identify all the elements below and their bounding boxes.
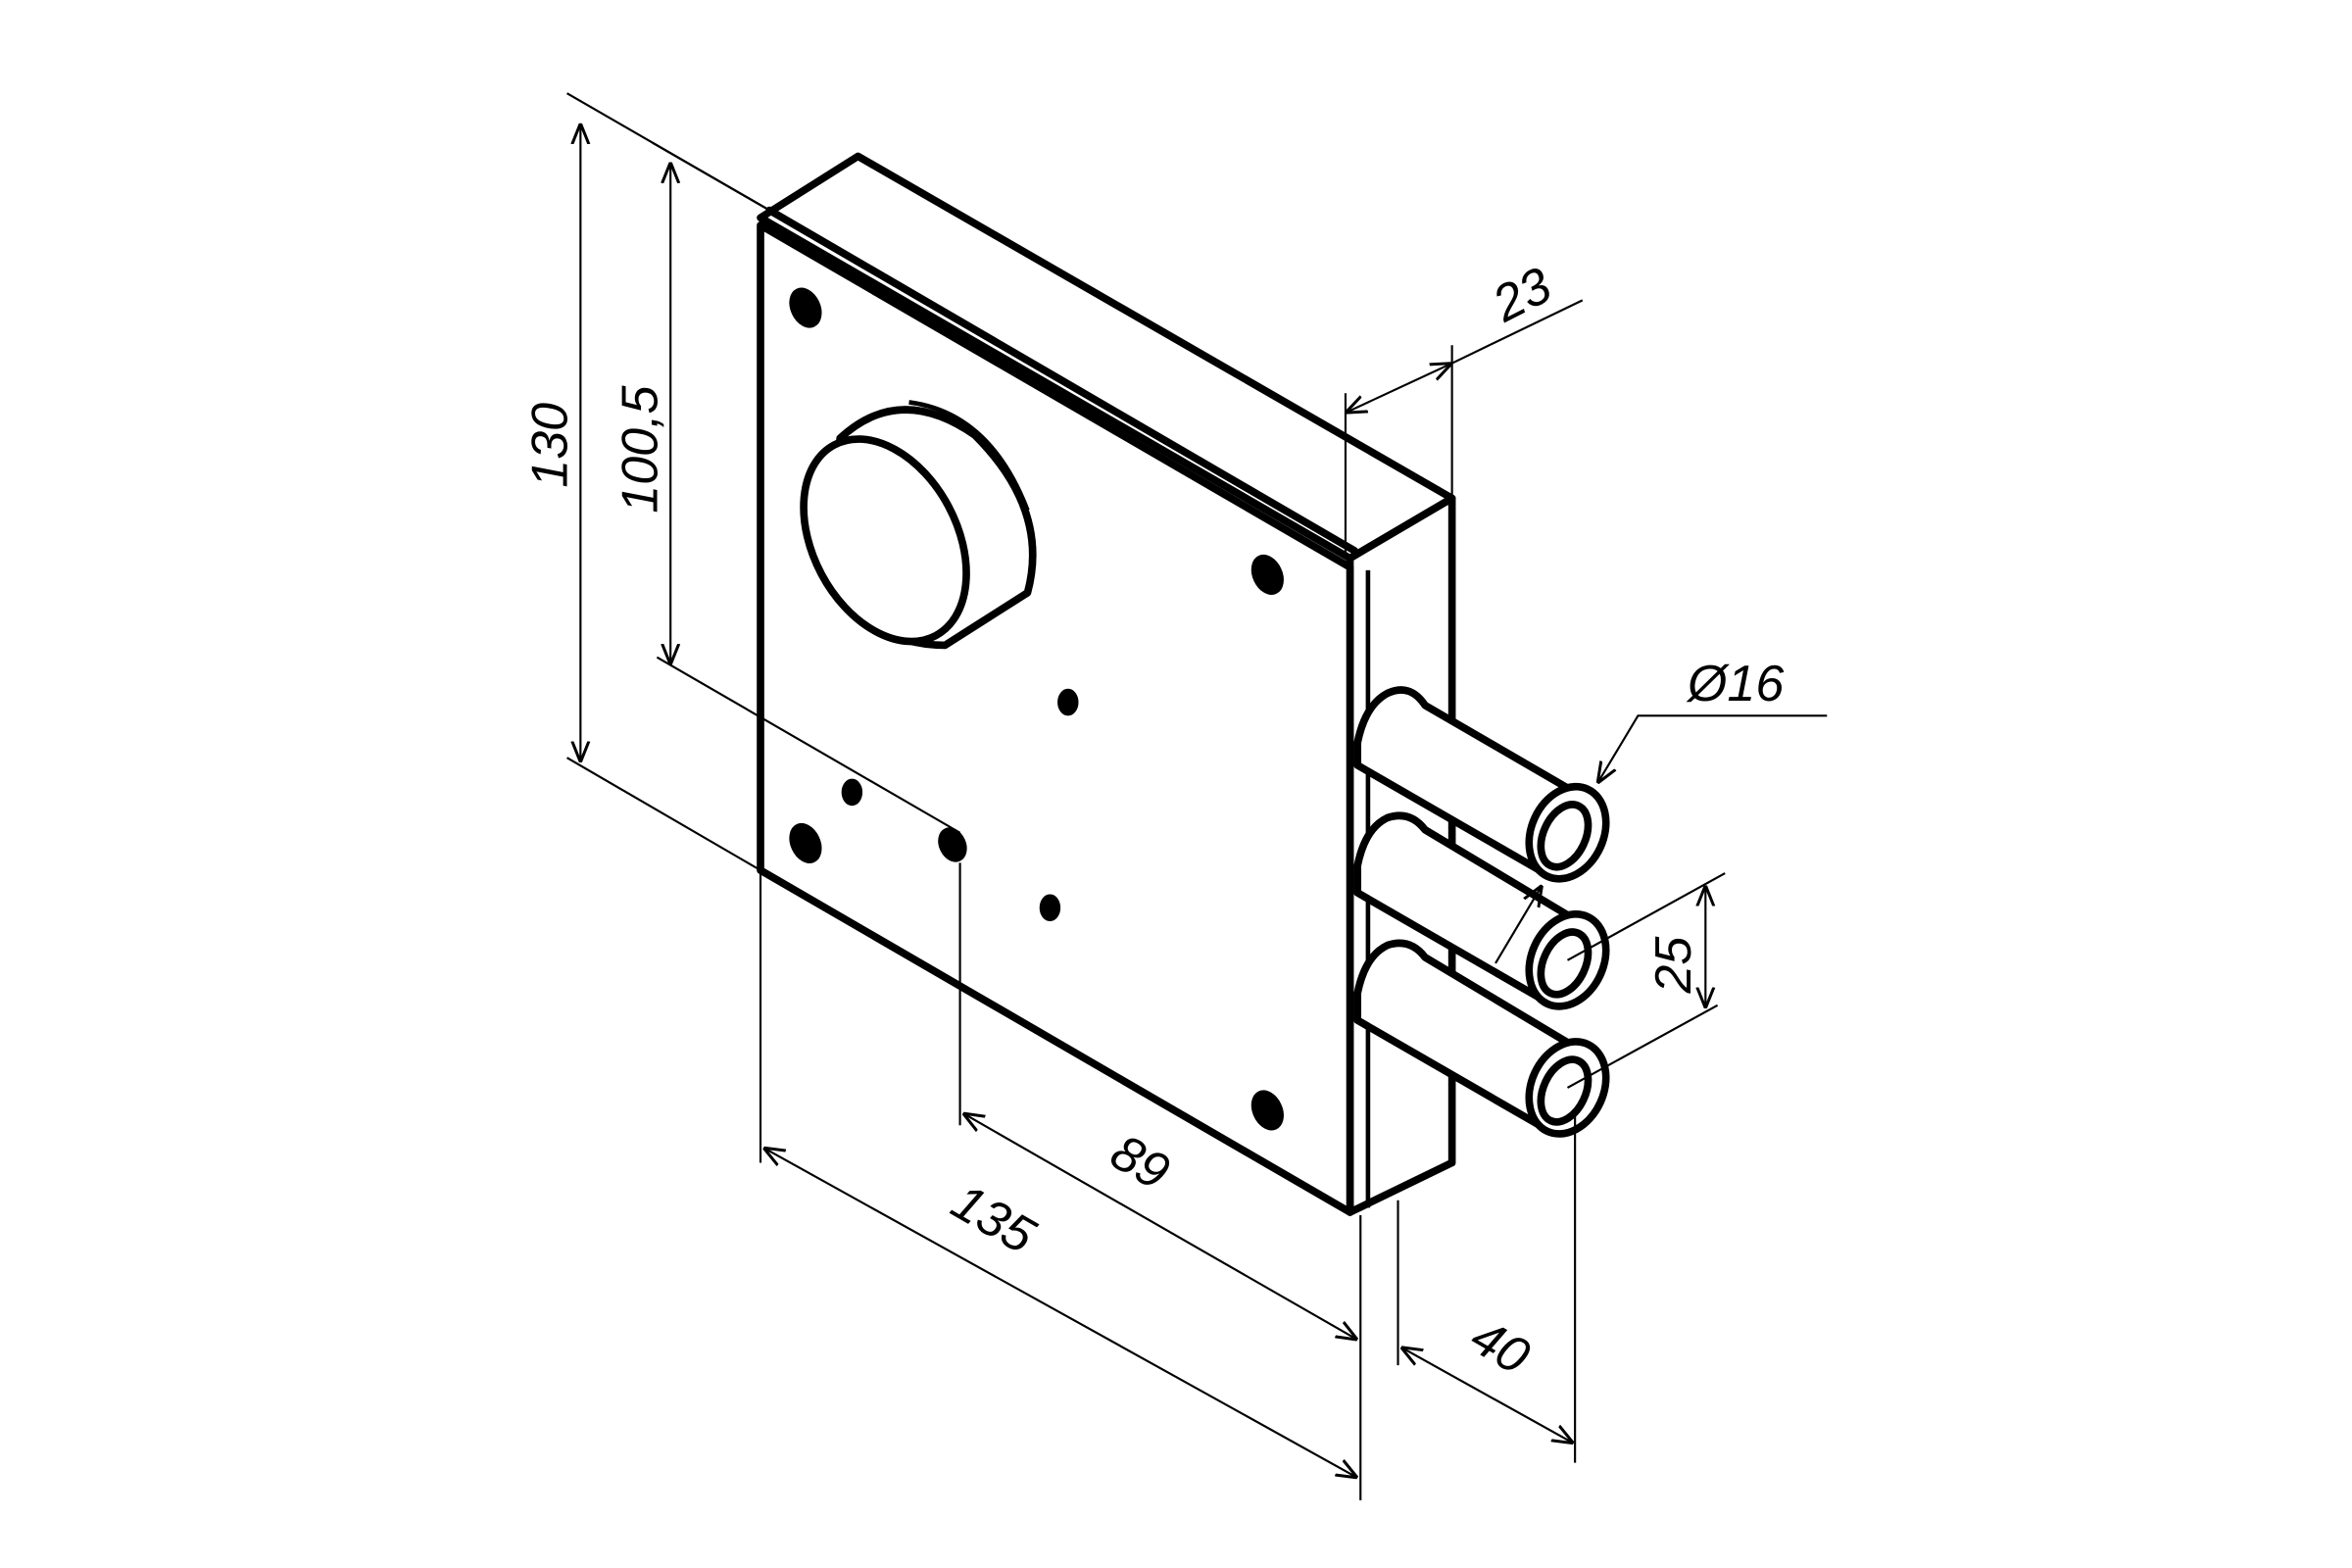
- dim-height-cylinder: 100,5: [612, 384, 668, 513]
- hole: [1057, 688, 1079, 716]
- dim-bolt-projection: 40: [1461, 1308, 1539, 1386]
- hole: [789, 822, 822, 863]
- lock-body: [757, 152, 1456, 1216]
- dim-height-total: 130: [522, 403, 579, 488]
- dim-bolt-diameter: Ø16: [1686, 656, 1784, 712]
- hole: [938, 827, 967, 862]
- dim-width: 135: [942, 1173, 1045, 1265]
- bolts: [1353, 686, 1610, 1138]
- hole: [1039, 894, 1061, 922]
- hole: [1250, 554, 1284, 595]
- cylinder-boss: [800, 400, 1037, 650]
- bolt: [1353, 686, 1610, 883]
- dim-bolt-pitch: 25: [1645, 936, 1702, 995]
- dim-depth: 23: [1483, 257, 1560, 333]
- dim-cylinder-offset: 89: [1102, 1124, 1179, 1201]
- dimension-lines: [566, 92, 1828, 1500]
- hole: [789, 287, 822, 328]
- hole: [841, 778, 863, 807]
